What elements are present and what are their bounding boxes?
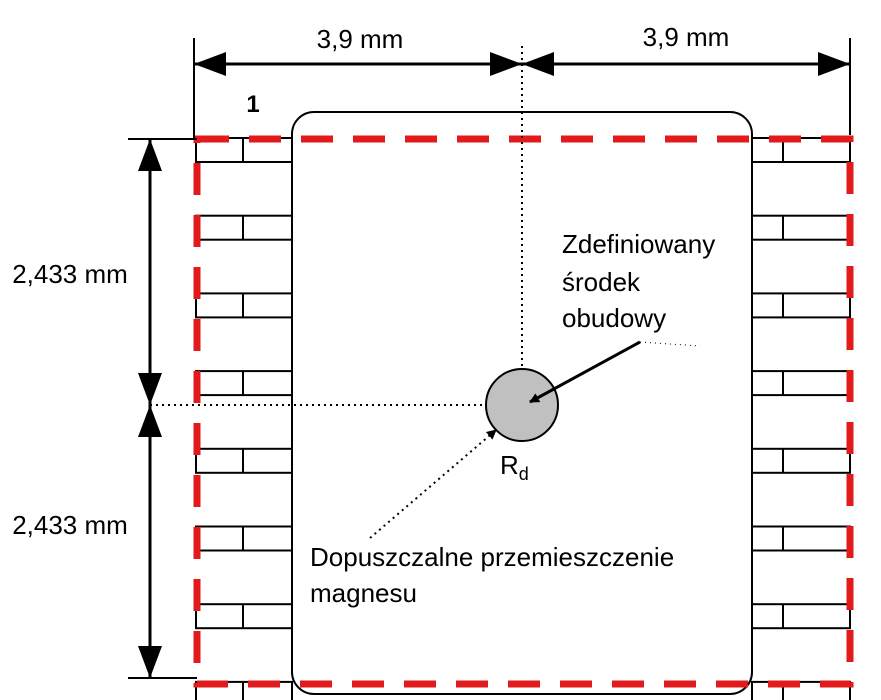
- radius-label: Rd: [500, 450, 529, 484]
- right-pin-2: [751, 214, 851, 241]
- right-pin-6: [751, 525, 851, 552]
- right-pin-7: [751, 603, 851, 630]
- left-mid-down-arrow: [138, 405, 162, 437]
- dimension-label-top-left: 3,9 mm: [317, 24, 404, 54]
- displacement-label-line1: Dopuszczalne przemieszczenie: [310, 542, 674, 572]
- right-pins: [751, 137, 851, 700]
- top-mid-right-arrow: [522, 52, 554, 76]
- left-top-arrow: [138, 139, 162, 171]
- center-label-line2: środek: [562, 267, 641, 297]
- center-label-line3: obudowy: [562, 303, 666, 333]
- displacement-pointer-arrow: [369, 429, 497, 539]
- right-pin-5: [751, 447, 851, 474]
- radius-label-main: R: [500, 450, 519, 480]
- center-label-line1: Zdefiniowany: [562, 229, 715, 259]
- top-mid-left-arrow: [490, 52, 522, 76]
- center-pointer-arrow: [529, 340, 641, 404]
- right-pin-4: [751, 370, 851, 397]
- top-right-arrow: [818, 52, 850, 76]
- displacement-label-line2: magnesu: [310, 578, 417, 608]
- left-bottom-arrow: [138, 646, 162, 678]
- center-pointer-tail: [639, 341, 701, 347]
- radius-label-subscript: d: [519, 464, 529, 484]
- dashed-outline: [193, 135, 854, 688]
- left-mid-up-arrow: [138, 373, 162, 405]
- right-pin-3: [751, 292, 851, 319]
- left-pins: [195, 137, 293, 700]
- magnet-circle: [485, 368, 559, 442]
- dimension-label-left-lower: 2,433 mm: [12, 510, 128, 540]
- pin-one-label: 1: [246, 91, 259, 118]
- dimension-label-top-right: 3,9 mm: [643, 22, 730, 52]
- dimension-label-left-upper: 2,433 mm: [12, 259, 128, 289]
- top-left-arrow: [194, 52, 226, 76]
